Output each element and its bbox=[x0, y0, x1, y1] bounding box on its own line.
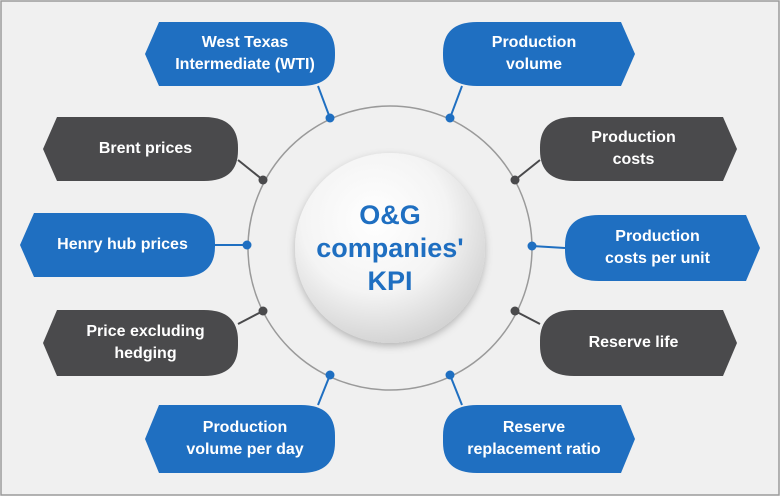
kpi-shape-price-excluding-hedging bbox=[43, 310, 238, 376]
kpi-shape-production-volume bbox=[443, 22, 635, 86]
connector-dot-production-costs bbox=[510, 175, 520, 185]
kpi-shape-brent bbox=[43, 117, 238, 181]
connector-production-volume-per-day bbox=[317, 374, 331, 406]
kpi-shapes bbox=[20, 22, 760, 473]
connector-dot-production-volume bbox=[445, 113, 455, 123]
kpi-shape-production-costs-per-unit bbox=[565, 215, 760, 281]
kpi-shape-reserve-life bbox=[540, 310, 737, 376]
kpi-shape-henry-hub bbox=[20, 213, 215, 277]
kpi-shape-production-costs bbox=[540, 117, 737, 181]
center-title: O&G companies' KPI bbox=[316, 199, 464, 296]
connector-price-excluding-hedging bbox=[237, 310, 264, 325]
connector-dots bbox=[242, 113, 537, 380]
connector-reserve-life bbox=[514, 310, 541, 325]
connector-dot-henry-hub bbox=[242, 240, 252, 250]
connector-dot-price-excluding-hedging bbox=[258, 306, 268, 316]
connector-dot-production-costs-per-unit bbox=[527, 241, 537, 251]
connector-production-costs-per-unit bbox=[531, 245, 566, 249]
connector-dot-wti bbox=[325, 113, 335, 123]
connector-brent bbox=[237, 159, 264, 181]
center-circle bbox=[295, 153, 485, 343]
connector-dot-production-volume-per-day bbox=[325, 370, 335, 380]
connector-production-volume bbox=[449, 85, 463, 119]
connector-reserve-replacement-ratio bbox=[449, 374, 463, 406]
connector-dot-brent bbox=[258, 175, 268, 185]
kpi-shape-production-volume-per-day bbox=[145, 405, 335, 473]
connector-wti bbox=[317, 85, 331, 119]
connectors bbox=[215, 85, 566, 406]
connector-dot-reserve-life bbox=[510, 306, 520, 316]
connector-production-costs bbox=[514, 159, 541, 181]
kpi-shape-wti bbox=[145, 22, 335, 86]
connector-dot-reserve-replacement-ratio bbox=[445, 370, 455, 380]
kpi-shape-reserve-replacement-ratio bbox=[443, 405, 635, 473]
